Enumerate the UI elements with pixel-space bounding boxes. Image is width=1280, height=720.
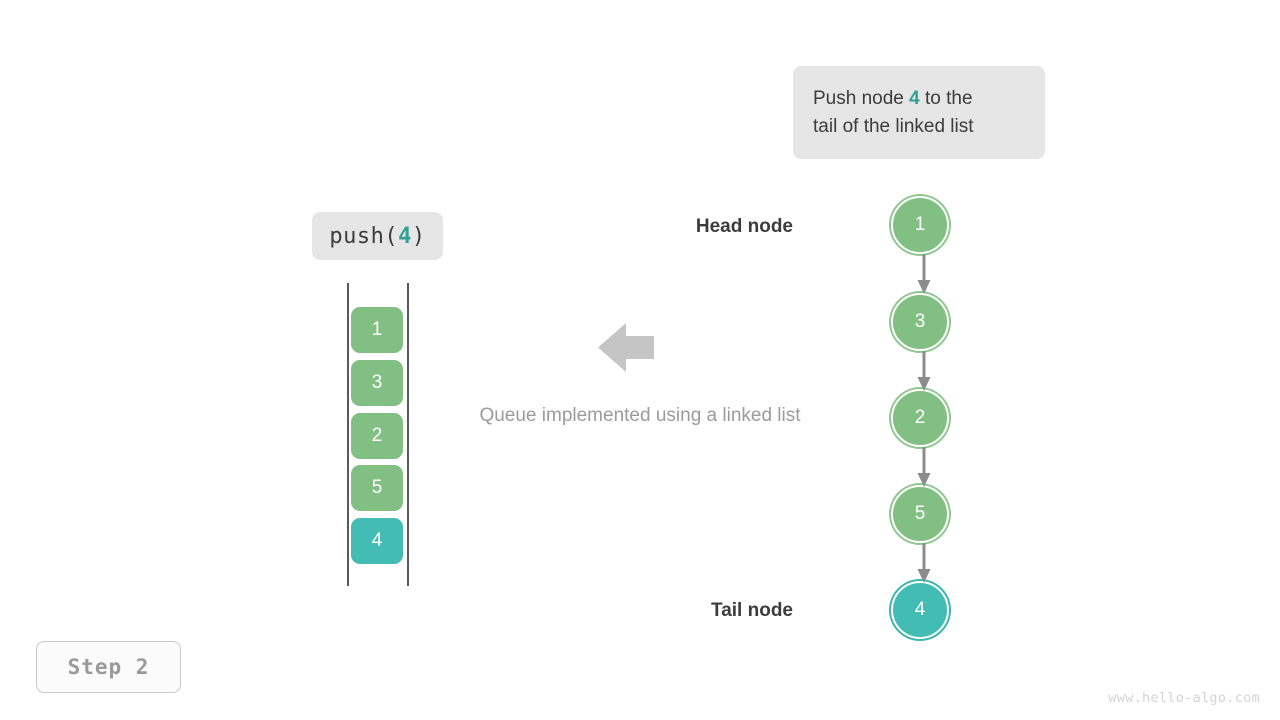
flow-arrow-left-icon <box>596 320 656 375</box>
queue-cell: 5 <box>351 465 403 511</box>
linked-list-node: 5 <box>891 485 949 543</box>
watermark: www.hello-algo.com <box>1108 690 1260 706</box>
operation-description-line-2: tail of the linked list <box>813 115 974 137</box>
diagram-caption: Queue implemented using a linked list <box>479 405 801 426</box>
linked-list-edge-arrow-icon <box>915 543 933 585</box>
queue-rail-right <box>407 283 409 586</box>
queue-array-column: 1 3 2 5 4 <box>340 283 416 588</box>
step-badge: Step 2 <box>36 641 181 693</box>
operation-description-line1-post: to the <box>919 87 973 109</box>
linked-list-column: Head node Tail node 1 3 2 5 4 <box>696 190 975 650</box>
operation-description-line-1: Push node 4 to the <box>813 85 974 113</box>
linked-list-edge-arrow-icon <box>915 351 933 393</box>
operation-call-suffix: ) <box>411 223 426 249</box>
linked-list-edge-arrow-icon <box>915 447 933 489</box>
operation-call-prefix: push( <box>329 223 399 249</box>
linked-list-node: 2 <box>891 389 949 447</box>
queue-cell-highlight: 4 <box>351 518 403 564</box>
queue-cell: 2 <box>351 413 403 459</box>
linked-list-node: 3 <box>891 293 949 351</box>
linked-list-node-highlight: 4 <box>891 581 949 639</box>
operation-description-line1-pre: Push node <box>813 87 910 109</box>
head-node-label: Head node <box>695 216 793 237</box>
linked-list-node: 1 <box>891 196 949 254</box>
operation-description-text: Push node 4 to the tail of the linked li… <box>813 85 974 141</box>
queue-rail-left <box>347 283 349 586</box>
operation-call-argument: 4 <box>398 223 412 249</box>
operation-call-chip: push(4) <box>312 212 443 260</box>
queue-cell: 1 <box>351 307 403 353</box>
queue-cell: 3 <box>351 360 403 406</box>
tail-node-label: Tail node <box>711 600 793 621</box>
operation-description-value: 4 <box>909 87 920 109</box>
linked-list-edge-arrow-icon <box>915 254 933 296</box>
operation-description-callout: Push node 4 to the tail of the linked li… <box>793 66 1045 159</box>
